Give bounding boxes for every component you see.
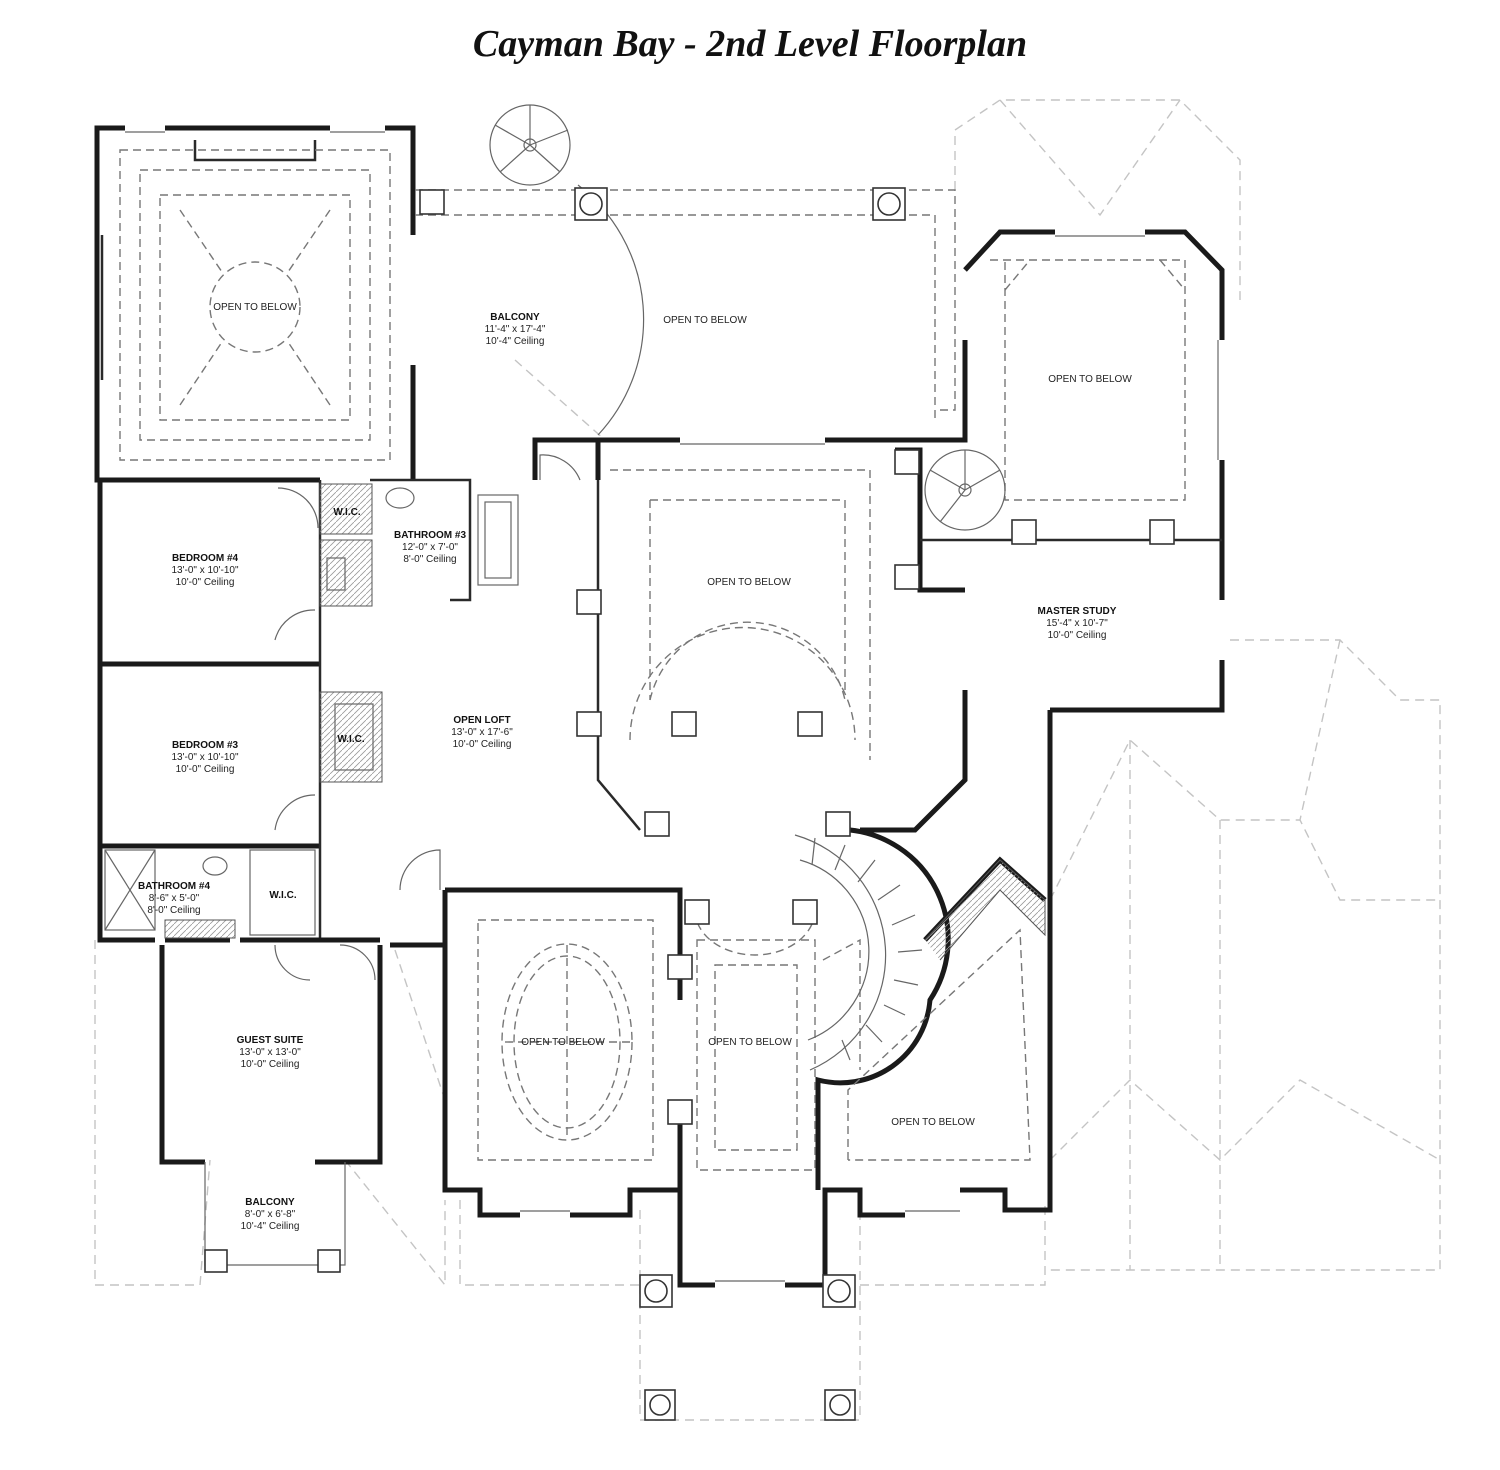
guest-suite-name: GUEST SUITE xyxy=(237,1035,304,1046)
open-loft-ceiling: 10'-0" Ceiling xyxy=(453,739,512,750)
fixtures xyxy=(104,454,581,981)
bedroom3-name: BEDROOM #3 xyxy=(172,740,239,751)
spiral-stairs xyxy=(489,104,1006,1071)
open-to-below-label: OPEN TO BELOW xyxy=(213,302,297,313)
open-loft-size: 13'-0" x 17'-6" xyxy=(451,727,513,738)
balcony-top-size: 11'-4" x 17'-4" xyxy=(485,324,546,335)
master-study-ceiling: 10'-0" Ceiling xyxy=(1048,630,1107,641)
roof-outlines xyxy=(94,99,1441,1421)
wic-label: W.I.C. xyxy=(333,507,360,518)
bedroom3-ceiling: 10'-0" Ceiling xyxy=(176,764,235,775)
bathroom3-ceiling: 8'-0" Ceiling xyxy=(403,554,456,565)
guest-suite-size: 13'-0" x 13'-0" xyxy=(239,1047,301,1058)
bedroom4-size: 13'-0" x 10'-10" xyxy=(171,565,239,576)
balcony-bottom-size: 8'-0" x 6'-8" xyxy=(245,1209,296,1220)
windows xyxy=(100,131,1219,1282)
open-to-below-label: OPEN TO BELOW xyxy=(891,1117,975,1128)
columns xyxy=(204,187,1175,1421)
bedroom4-name: BEDROOM #4 xyxy=(172,553,239,564)
guest-suite-ceiling: 10'-0" Ceiling xyxy=(241,1059,300,1070)
open-to-below-label: OPEN TO BELOW xyxy=(708,1037,792,1048)
bathroom4-ceiling: 8'-0" Ceiling xyxy=(147,905,200,916)
bedroom4-ceiling: 10'-0" Ceiling xyxy=(176,577,235,588)
open-to-below-label: OPEN TO BELOW xyxy=(707,577,791,588)
balcony-top-ceiling: 10'-4" Ceiling xyxy=(486,336,545,347)
bathroom4-size: 8'-6" x 5'-0" xyxy=(149,893,200,904)
open-to-below-label: OPEN TO BELOW xyxy=(1048,374,1132,385)
balcony-bottom-ceiling: 10'-4" Ceiling xyxy=(241,1221,300,1232)
balcony-top-name: BALCONY xyxy=(490,312,540,323)
bathroom3-name: BATHROOM #3 xyxy=(394,530,466,541)
bathroom4-name: BATHROOM #4 xyxy=(138,881,210,892)
page-title: Cayman Bay - 2nd Level Floorplan xyxy=(472,23,1028,65)
ceiling-outlines xyxy=(119,149,1186,1171)
bathroom3-size: 12'-0" x 7'-0" xyxy=(402,542,458,553)
bedroom3-size: 13'-0" x 10'-10" xyxy=(171,752,239,763)
balcony-bottom-name: BALCONY xyxy=(245,1197,295,1208)
open-loft-name: OPEN LOFT xyxy=(453,715,510,726)
wic-label: W.I.C. xyxy=(269,890,296,901)
master-study-size: 15'-4" x 10'-7" xyxy=(1046,618,1108,629)
room-labels: OPEN TO BELOW OPEN TO BELOW OPEN TO BELO… xyxy=(138,302,1132,1232)
open-to-below-label: OPEN TO BELOW xyxy=(521,1037,605,1048)
wic-label: W.I.C. xyxy=(337,734,364,745)
open-to-below-label: OPEN TO BELOW xyxy=(663,315,747,326)
master-study-name: MASTER STUDY xyxy=(1038,606,1117,617)
